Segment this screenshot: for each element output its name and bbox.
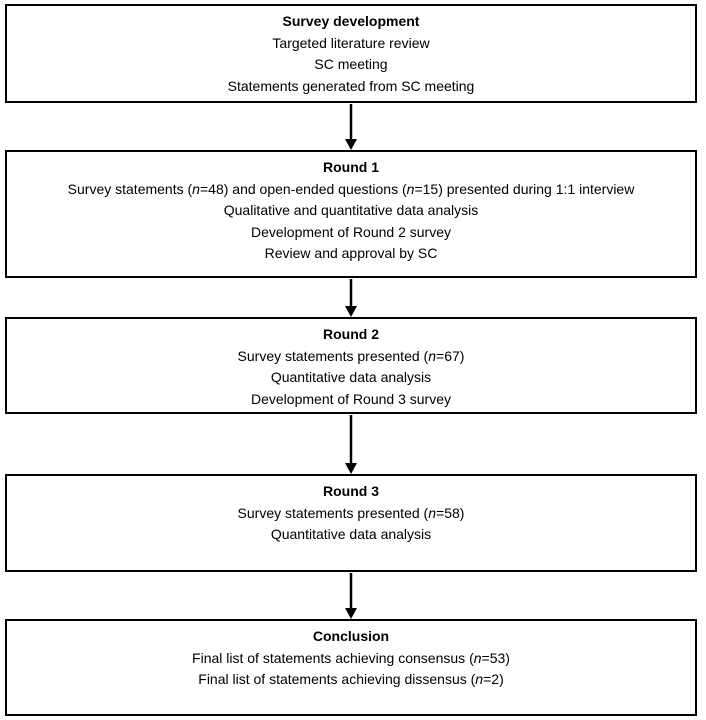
stage-title: Round 2: [323, 326, 379, 342]
stage-line: Final list of statements achieving disse…: [198, 671, 504, 687]
stage-line: Survey statements presented (n=67): [237, 347, 465, 364]
stage-box-conclusion: Conclusion Final list of statements achi…: [5, 619, 697, 716]
stage-line: Review and approval by SC: [264, 245, 438, 261]
stage-title: Round 3: [323, 483, 379, 499]
arrowhead-2: [345, 306, 357, 317]
stage-title: Conclusion: [312, 628, 390, 644]
stage-box-round-1: Round 1 Survey statements (n=48) and ope…: [5, 150, 697, 278]
stage-line: Qualitative and quantitative data analys…: [223, 202, 479, 218]
stage-title: Round 1: [323, 159, 379, 175]
stage-line: SC meeting: [314, 56, 388, 72]
stage-line: Survey statements presented (n=58): [237, 504, 465, 521]
arrowhead-1: [345, 139, 357, 150]
stage-box-survey-development: Survey development Targeted literature r…: [5, 4, 697, 103]
stage-line: Final list of statements achieving conse…: [192, 649, 510, 666]
stage-line: Targeted literature review: [272, 34, 430, 51]
stage-line: Quantitative data analysis: [270, 369, 432, 385]
stage-box-round-3: Round 3 Survey statements presented (n=5…: [5, 474, 697, 572]
stage-line: Development of Round 3 survey: [251, 390, 451, 407]
stage-line: Development of Round 2 survey: [251, 223, 451, 240]
arrowhead-4: [345, 608, 357, 619]
stage-box-round-2: Round 2 Survey statements presented (n=6…: [5, 317, 697, 414]
stage-title: Survey development: [282, 13, 420, 29]
stage-line: Quantitative data analysis: [270, 526, 432, 542]
stage-line: Statements generated from SC meeting: [227, 77, 475, 94]
stage-line: Survey statements (n=48) and open-ended …: [67, 180, 635, 197]
arrowhead-3: [345, 463, 357, 474]
